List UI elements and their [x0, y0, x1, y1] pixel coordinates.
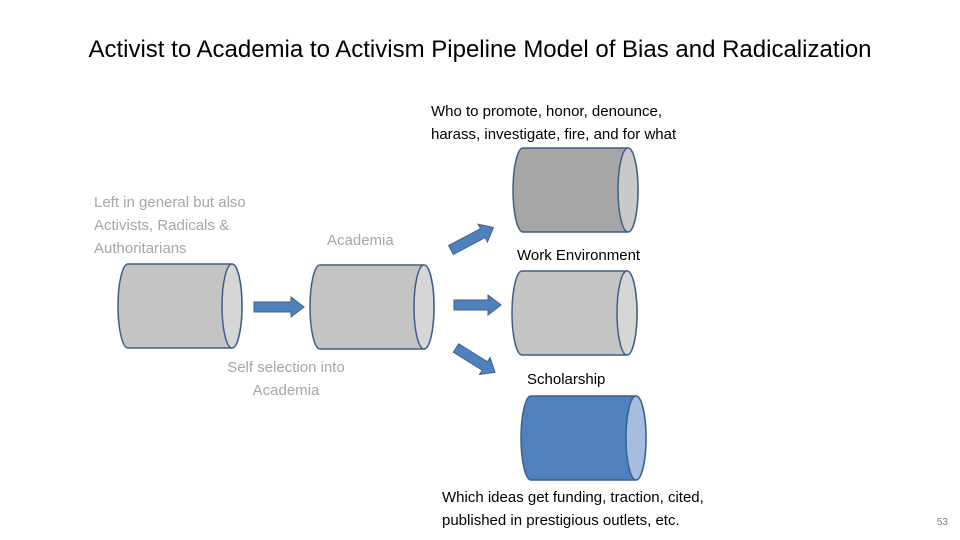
work-environment-cylinder: [511, 270, 638, 356]
arrow-academia-to-scholarship: [452, 343, 496, 376]
slide-title: Activist to Academia to Activism Pipelin…: [88, 36, 872, 63]
source-label-line-1: Left in general but also: [94, 194, 246, 211]
ideas-label-line-2: published in prestigious outlets, etc.: [442, 512, 680, 529]
arrow-source-to-academia: [253, 295, 305, 319]
academia-label: Academia: [327, 232, 394, 249]
arrow-academia-to-promote: [447, 223, 495, 256]
promote-cylinder: [512, 147, 639, 233]
promote-label-line-1: Who to promote, honor, denounce,: [431, 103, 662, 120]
promote-label-line-2: harass, investigate, fire, and for what: [431, 126, 677, 143]
source-cylinder: [117, 263, 243, 349]
self-selection-label: Self selection into Academia: [206, 356, 366, 402]
scholarship-cylinder: [520, 395, 647, 481]
ideas-label-line-1: Which ideas get funding, traction, cited…: [442, 489, 704, 506]
promote-label: Who to promote, honor, denounce, harass,…: [431, 100, 676, 146]
arrow-academia-to-work: [453, 293, 502, 317]
source-label-line-2: Activists, Radicals &: [94, 217, 230, 234]
self-selection-line-1: Self selection into: [227, 359, 345, 376]
self-selection-line-2: Academia: [252, 382, 320, 399]
page-number: 53: [936, 517, 948, 528]
source-label-line-3: Authoritarians: [94, 240, 187, 257]
scholarship-label: Scholarship: [527, 371, 606, 388]
academia-cylinder: [309, 264, 435, 350]
work-environment-label: Work Environment: [517, 247, 641, 264]
ideas-label: Which ideas get funding, traction, cited…: [442, 486, 704, 532]
source-label: Left in general but also Activists, Radi…: [94, 191, 246, 260]
